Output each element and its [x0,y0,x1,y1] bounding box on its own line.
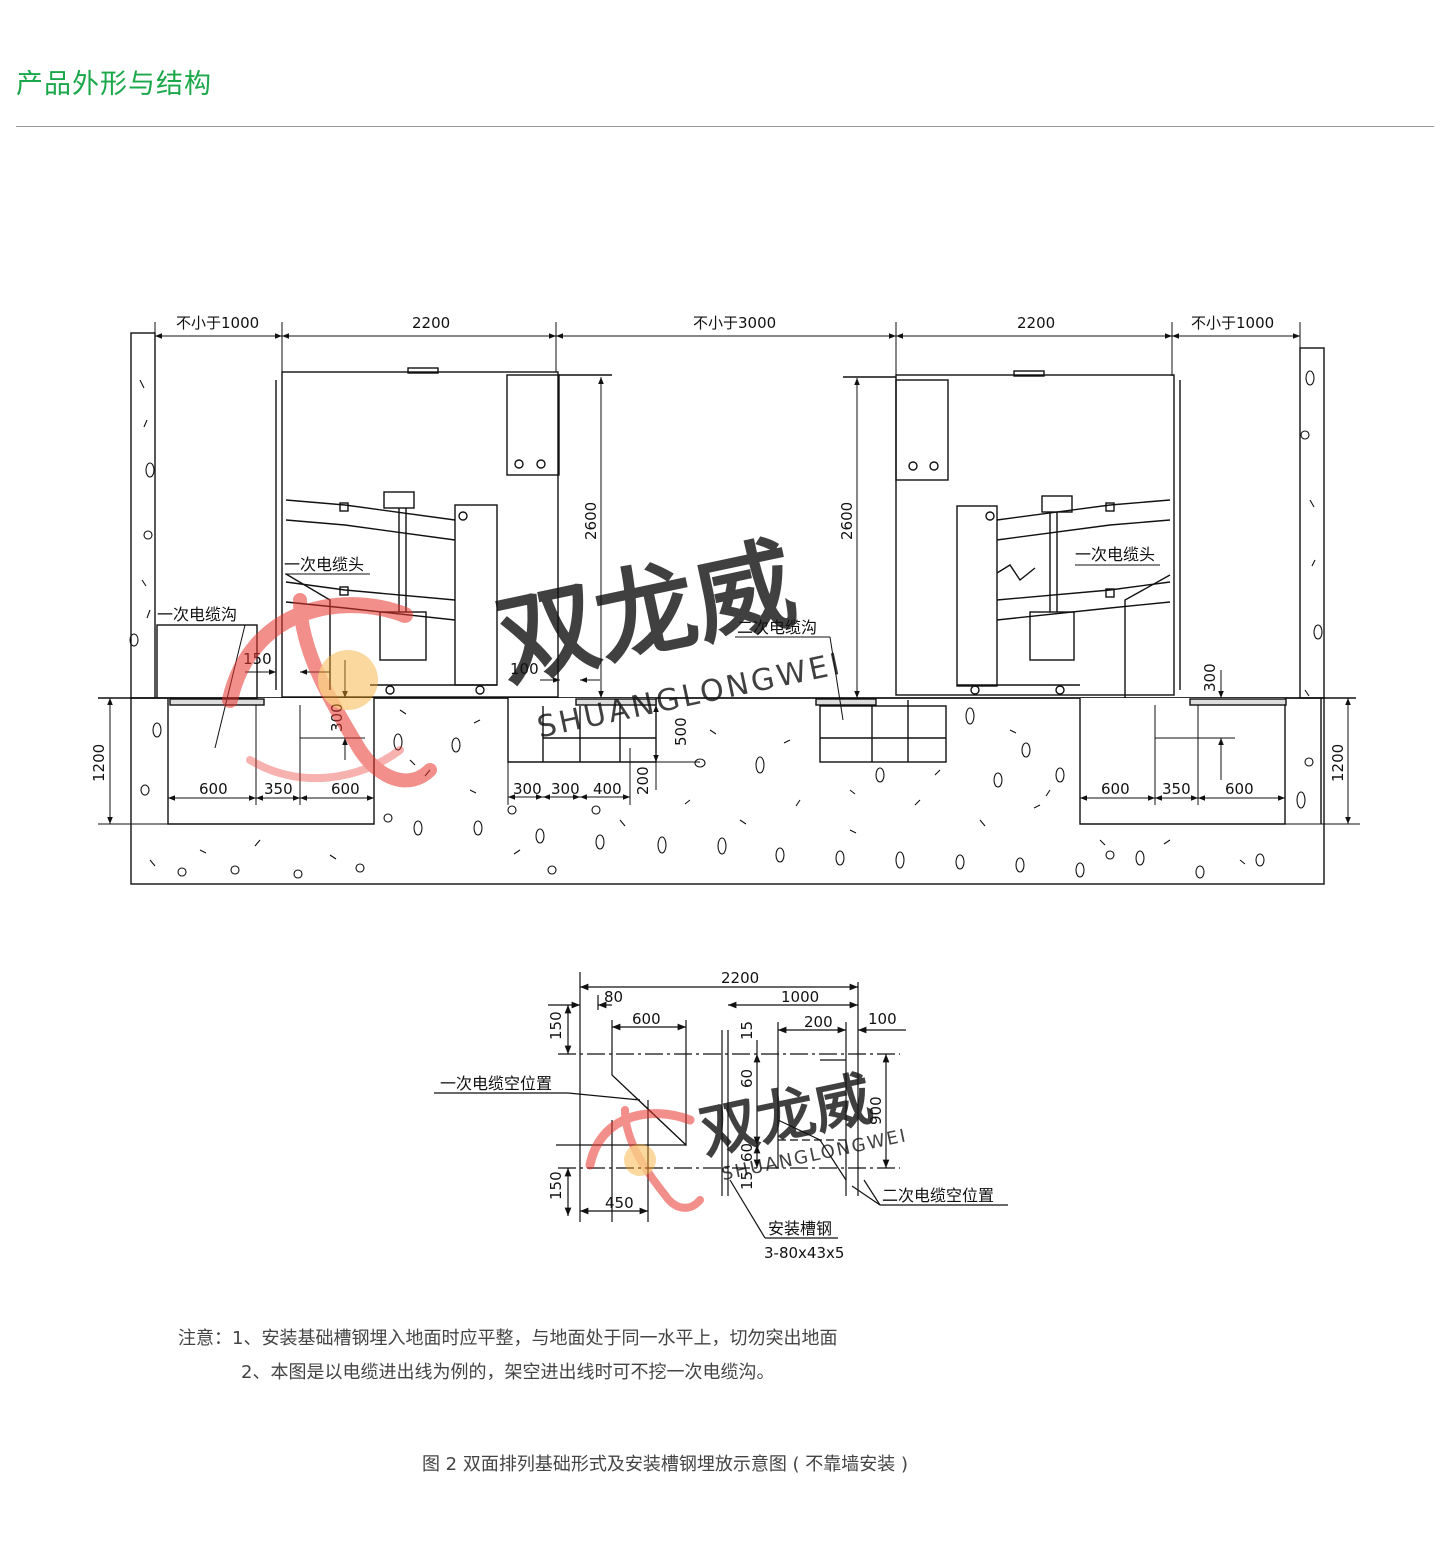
dim-top-aisle: 不小于3000 [693,314,776,332]
plan-dim-15-bottom: 15 [738,1171,756,1190]
note-line-2: 2、本图是以电缆进出线为例的，架空进出线时可不挖一次电缆沟。 [241,1362,775,1383]
plan-dim-60-top: 60 [738,1069,756,1088]
dim-top-right: 不小于1000 [1191,314,1274,332]
label-channel-steel: 安装槽钢 [768,1219,832,1238]
dim-right-600b: 600 [1225,780,1254,798]
dim-height-left: 2600 [582,502,600,540]
plan-dim-2200: 2200 [721,969,759,987]
header-divider [16,126,1434,127]
plan-dim-150-bottom: 150 [547,1171,565,1200]
dim-left-600a: 600 [199,780,228,798]
left-wall [130,332,156,699]
plan-dim-1000: 1000 [781,988,819,1006]
plan-dim-600: 600 [632,1010,661,1028]
left-cabinet-top-box [506,374,560,476]
watermark-logo-small [585,1106,704,1212]
label-primary-cable-trench: 一次电缆沟 [157,605,237,624]
plan-dim-200: 200 [804,1013,833,1031]
right-cable-trench [1079,698,1286,825]
plan-dim-100: 100 [868,1010,897,1028]
dim-right-350: 350 [1162,780,1191,798]
label-secondary-cable-trench: 二次电缆沟 [737,618,817,637]
label-primary-cable-head-left: 一次电缆头 [284,555,364,574]
elevation-labels: 不小于1000 2200 不小于3000 2200 不小于1000 2600 2… [90,314,1347,798]
dim-top-cabinet-left: 2200 [412,314,450,332]
dim-left-600b: 600 [331,780,360,798]
plan-dim-80: 80 [604,988,623,1006]
dim-center-200: 200 [634,766,652,795]
dim-top-left: 不小于1000 [176,314,259,332]
center-pit-right [819,705,947,763]
dim-center-300a: 300 [513,780,542,798]
plan-dim-60-bottom: 60 [738,1143,756,1162]
plan-labels: 2200 80 1000 600 200 100 150 150 15 60 6… [440,969,994,1262]
label-channel-spec: 3-80x43x5 [764,1244,844,1262]
label-secondary-cable-slot: 二次电缆空位置 [882,1186,994,1205]
dim-center-100: 100 [510,660,539,678]
label-primary-cable-head-right: 一次电缆头 [1075,545,1155,564]
dim-left-350: 350 [264,780,293,798]
note-line-1: 注意：1、安装基础槽钢埋入地面时应平整，与地面处于同一水平上，切勿突出地面 [178,1328,838,1349]
dim-right-300: 300 [1201,663,1219,692]
dim-center-500: 500 [672,717,690,746]
dim-right-1200: 1200 [1329,744,1347,782]
figure-caption: 图 2 双面排列基础形式及安装槽钢埋放示意图 ( 不靠墙安装 ) [421,1454,909,1475]
label-primary-cable-slot: 一次电缆空位置 [440,1074,552,1093]
plan-dim-15-top: 15 [738,1021,756,1040]
dim-right-600a: 600 [1101,780,1130,798]
plan-dim-900: 900 [867,1096,885,1125]
dim-center-400: 400 [593,780,622,798]
dim-top-cabinet-right: 2200 [1017,314,1055,332]
concrete-texture [129,370,1323,879]
right-wall [1299,347,1325,699]
dim-left-1200: 1200 [90,744,108,782]
plan-dim-450: 450 [605,1194,634,1212]
top-dimensions [98,322,1360,825]
dim-center-300b: 300 [551,780,580,798]
left-cabinet [281,371,559,698]
plan-dim-150-top: 150 [547,1011,565,1040]
page-title: 产品外形与结构 [16,69,212,100]
right-cabinet-top-box [895,379,949,481]
dim-height-right: 2600 [838,502,856,540]
watermark-logo-large [222,593,437,788]
elevation-drawing [98,322,1360,885]
